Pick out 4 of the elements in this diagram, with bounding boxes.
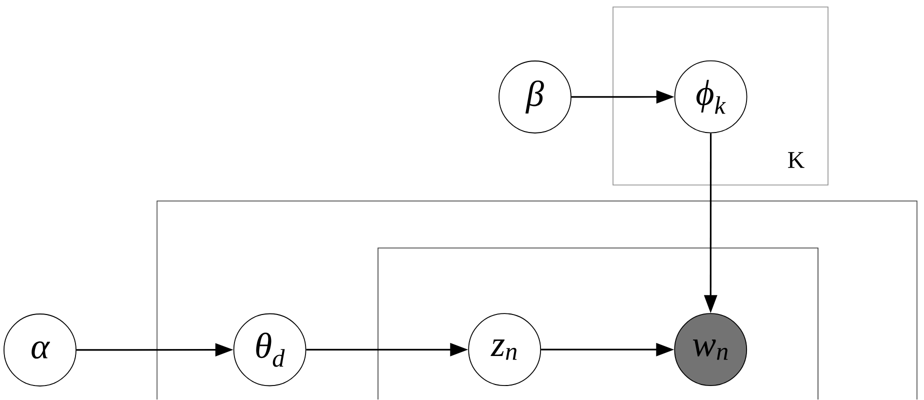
plate xyxy=(156,200,918,400)
plate xyxy=(612,6,828,186)
plate-label: K xyxy=(788,152,804,168)
plate xyxy=(378,248,818,400)
